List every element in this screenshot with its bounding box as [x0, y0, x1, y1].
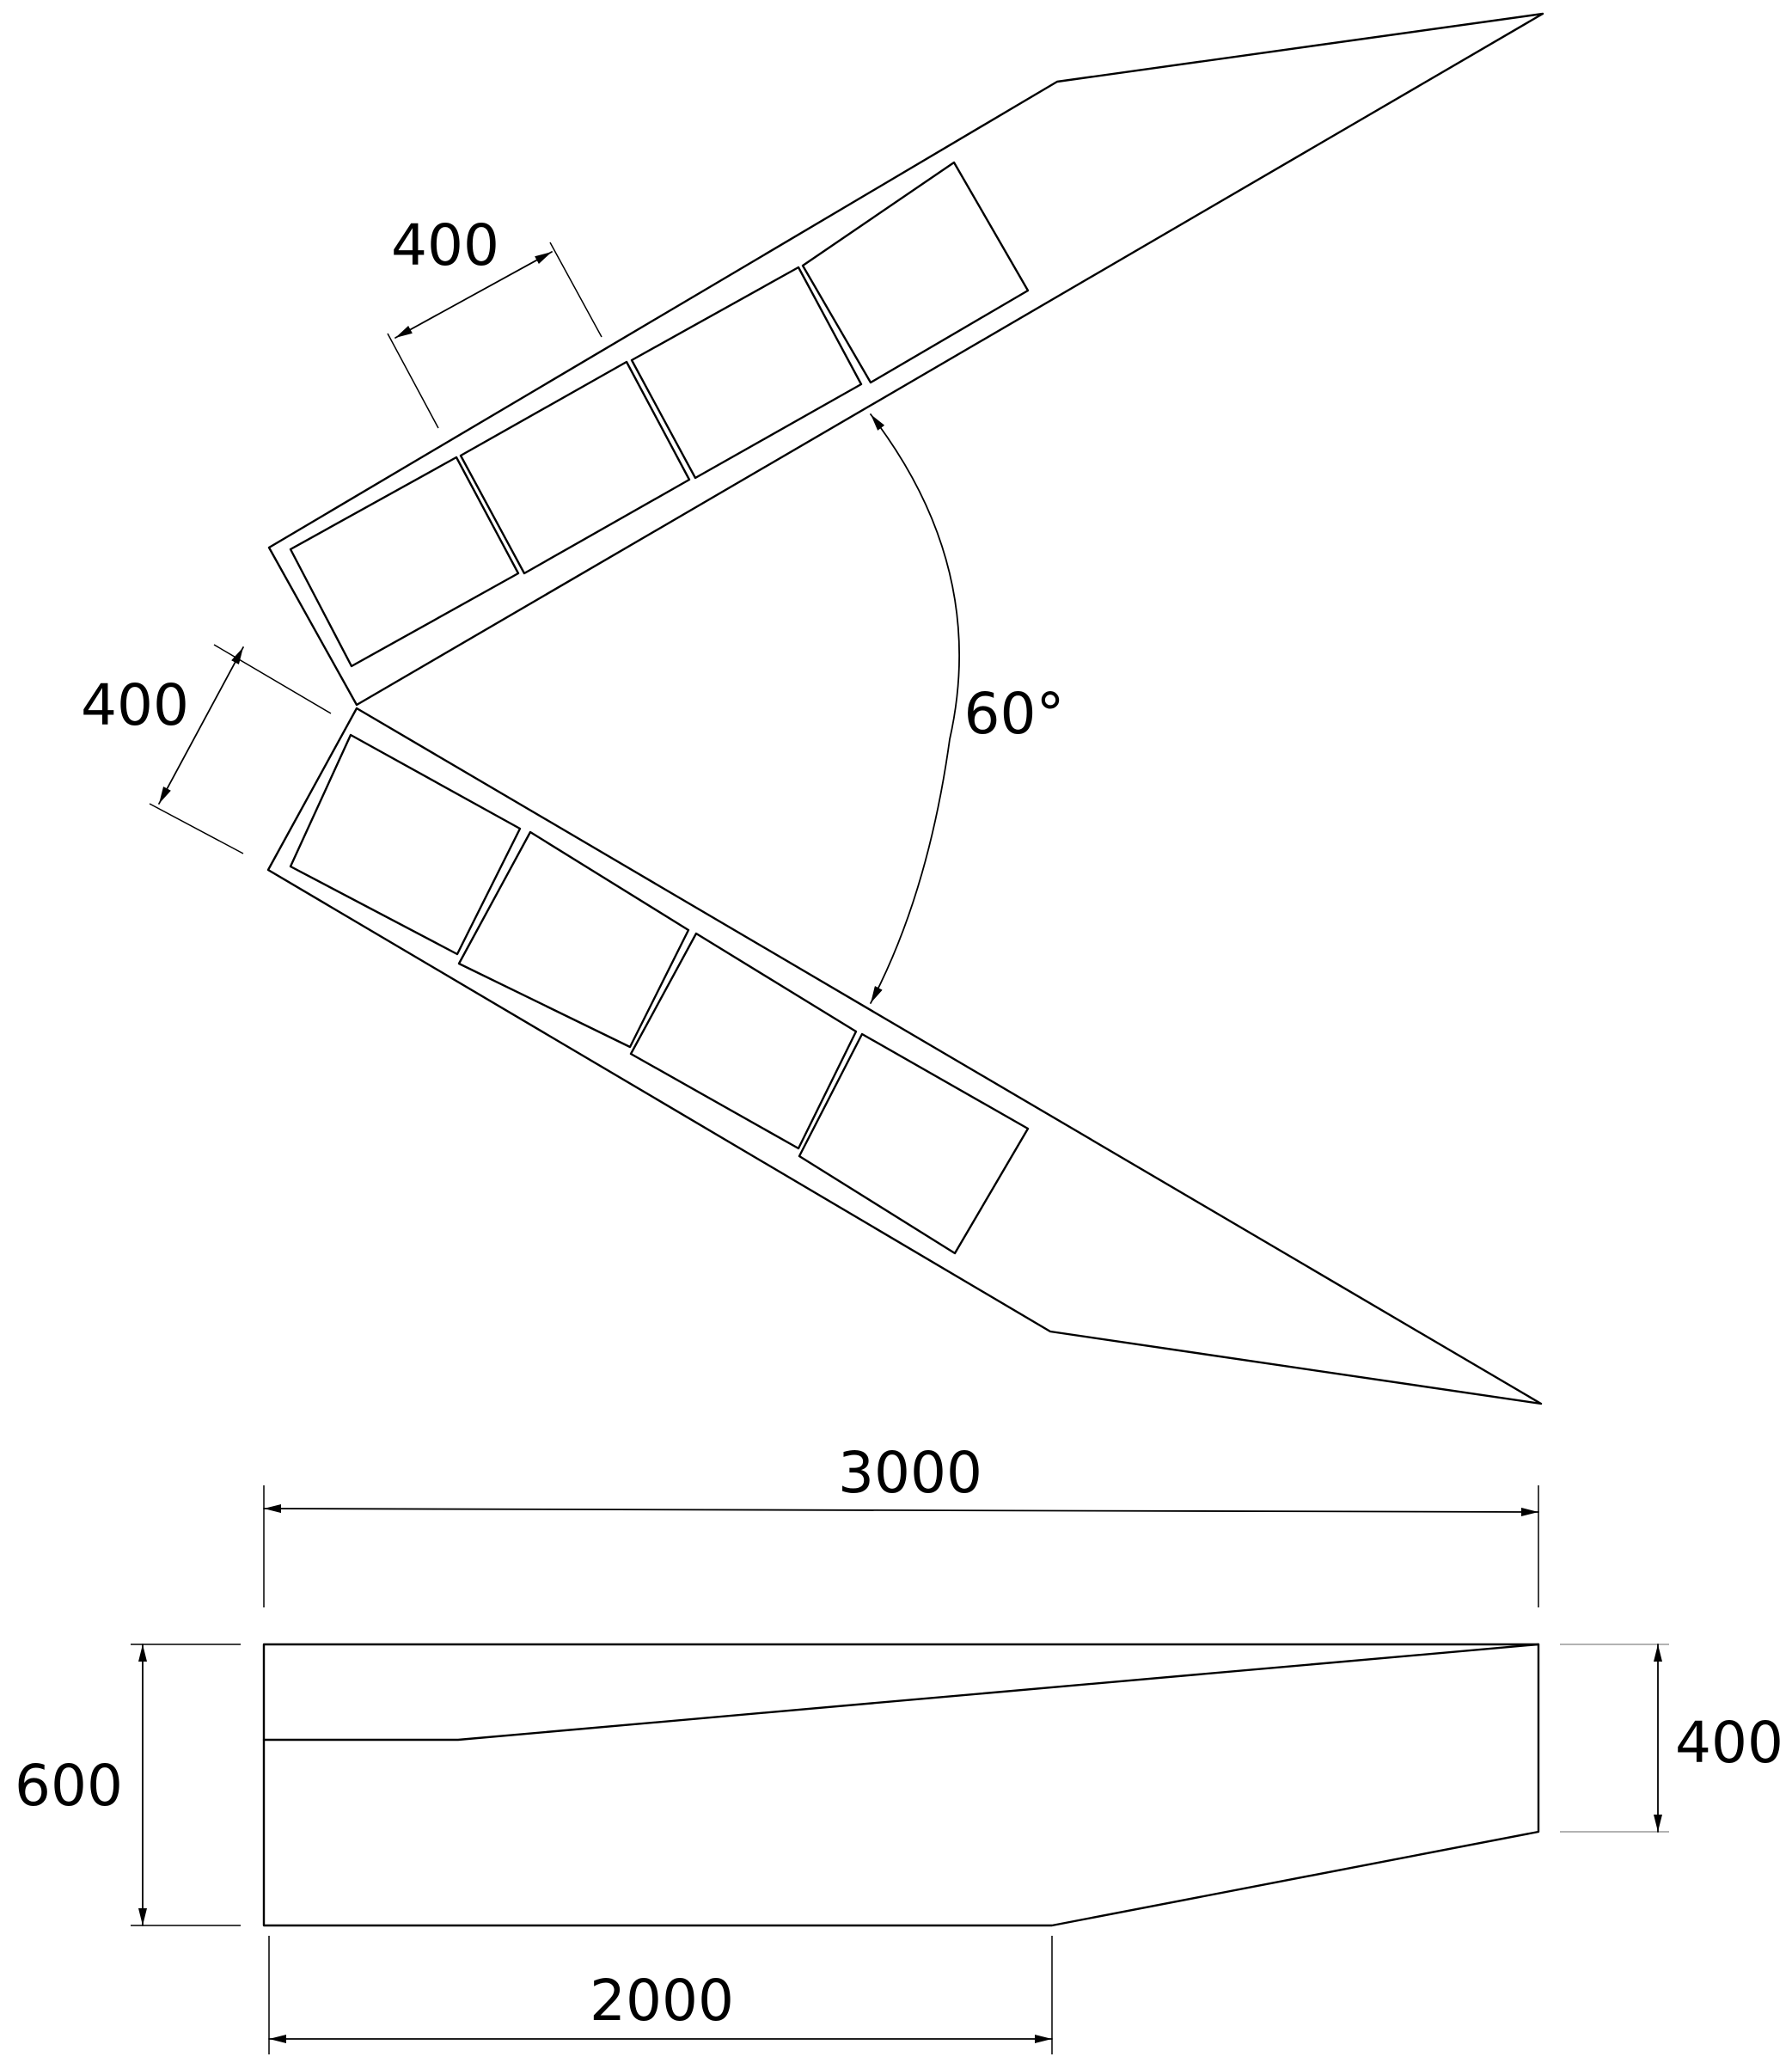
- cell-width-dimension: 400: [387, 212, 602, 429]
- leg-width-label: 400: [81, 672, 189, 738]
- base-length-label: 2000: [590, 1968, 734, 2034]
- lower-cell-3: [629, 932, 858, 1150]
- cell-width-dim-line: [394, 251, 553, 339]
- leg-width-dim-line: [158, 646, 244, 805]
- upper-cell-1: [289, 456, 520, 668]
- end-height-dimension: 400: [1560, 1644, 1783, 1833]
- cell-width-ext-right: [549, 242, 602, 338]
- lower-leg-outline: [266, 707, 1543, 1405]
- upper-cell-4: [801, 161, 1030, 384]
- upper-cell-2: [459, 360, 691, 575]
- angle-arc: [870, 413, 961, 1004]
- cell-width-label: 400: [391, 212, 499, 279]
- base-length-dimension: 2000: [268, 1936, 1053, 2054]
- total-length-dimension: 3000: [263, 1440, 1539, 1607]
- lower-cell-1: [289, 733, 522, 956]
- leg-width-ext-top: [213, 644, 332, 714]
- side-view: 3000 2000 600 400: [15, 1440, 1783, 2054]
- upper-leg-cells: [289, 161, 1030, 668]
- lower-cell-4: [798, 1032, 1030, 1255]
- total-length-dim-line: [263, 1504, 1539, 1516]
- angle-dimension: 60°: [870, 413, 1065, 1004]
- start-height-dimension: 600: [15, 1644, 241, 1926]
- side-view-outline: [262, 1643, 1540, 1927]
- angle-label: 60°: [964, 681, 1065, 747]
- side-view-slope-line: [262, 1643, 1540, 1742]
- upper-leg-outline: [267, 12, 1544, 707]
- cell-width-ext-left: [387, 333, 439, 429]
- leg-width-dimension: 400: [81, 644, 332, 854]
- lower-cell-2: [457, 830, 690, 1049]
- total-length-label: 3000: [838, 1440, 982, 1506]
- upper-cell-3: [630, 266, 863, 480]
- lower-leg-cells: [289, 733, 1030, 1255]
- start-height-label: 600: [15, 1753, 123, 1819]
- plan-view: 400 400 60°: [81, 12, 1544, 1405]
- leg-width-ext-bottom: [149, 803, 244, 854]
- end-height-label: 400: [1675, 1710, 1783, 1776]
